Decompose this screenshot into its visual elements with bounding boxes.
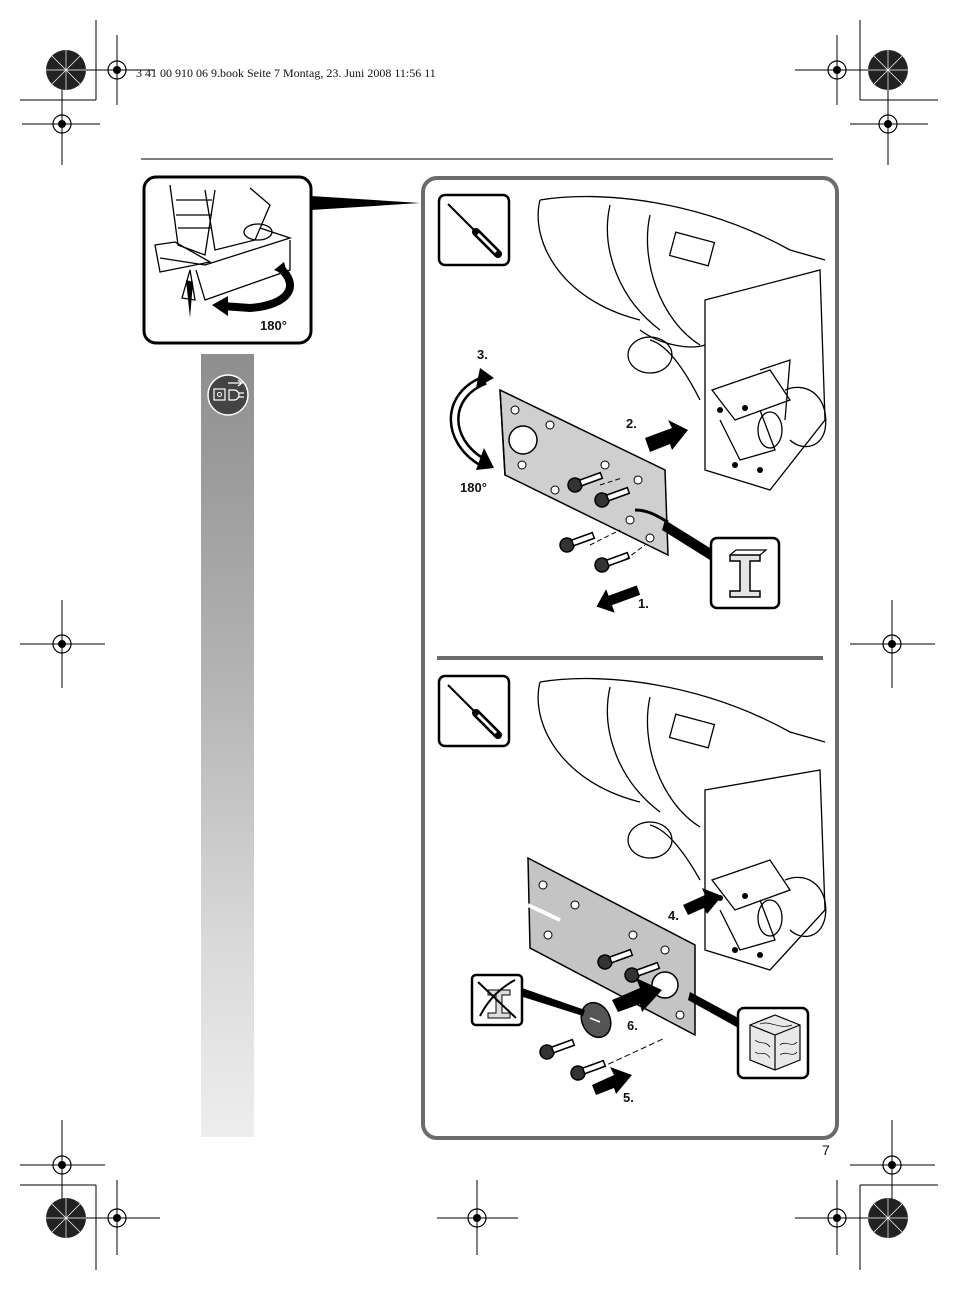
step-5-label: 5. — [623, 1090, 634, 1105]
step-4-label: 4. — [668, 908, 679, 923]
step-1-label: 1. — [638, 596, 649, 611]
page-number: 7 — [822, 1142, 830, 1158]
overview-angle-label: 180° — [260, 318, 287, 333]
side-strip — [201, 354, 254, 1137]
step-6-label: 6. — [627, 1018, 638, 1033]
removal-angle-label: 180° — [460, 480, 487, 495]
printer-target-marks — [46, 50, 908, 1238]
print-file-info: 3 41 00 910 06 9.book Seite 7 Montag, 23… — [136, 66, 436, 80]
registration-mark-icon — [52, 60, 902, 1228]
step-3-label: 3. — [477, 347, 488, 362]
step-2-label: 2. — [626, 416, 637, 431]
